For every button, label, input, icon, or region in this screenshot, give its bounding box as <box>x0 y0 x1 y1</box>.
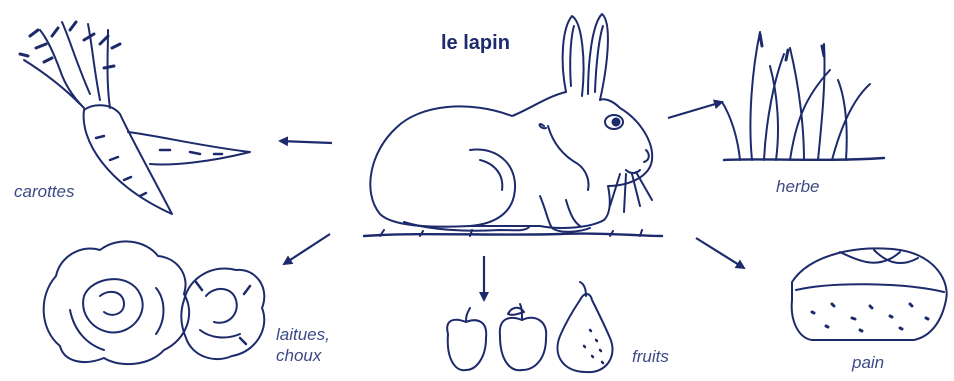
bread-illustration <box>792 248 947 340</box>
fruits-illustration <box>447 282 612 372</box>
arrow-to-carrots <box>280 141 332 143</box>
label-cabbage: choux <box>276 345 330 366</box>
arrow-to-bread <box>696 238 744 268</box>
label-carrots: carottes <box>14 181 74 202</box>
arrow-to-grass <box>668 102 722 118</box>
label-bread: pain <box>852 352 884 373</box>
arrow-to-lettuce <box>284 234 330 264</box>
label-lettuce-cabbage: laitues, choux <box>276 324 330 366</box>
label-grass: herbe <box>776 176 819 197</box>
grass-illustration <box>722 32 884 160</box>
label-lettuce: laitues, <box>276 324 330 345</box>
diagram-title: le lapin <box>441 32 510 55</box>
label-fruits: fruits <box>632 346 669 367</box>
lettuce-cabbage-illustration <box>44 241 265 364</box>
rabbit-illustration <box>364 14 662 236</box>
